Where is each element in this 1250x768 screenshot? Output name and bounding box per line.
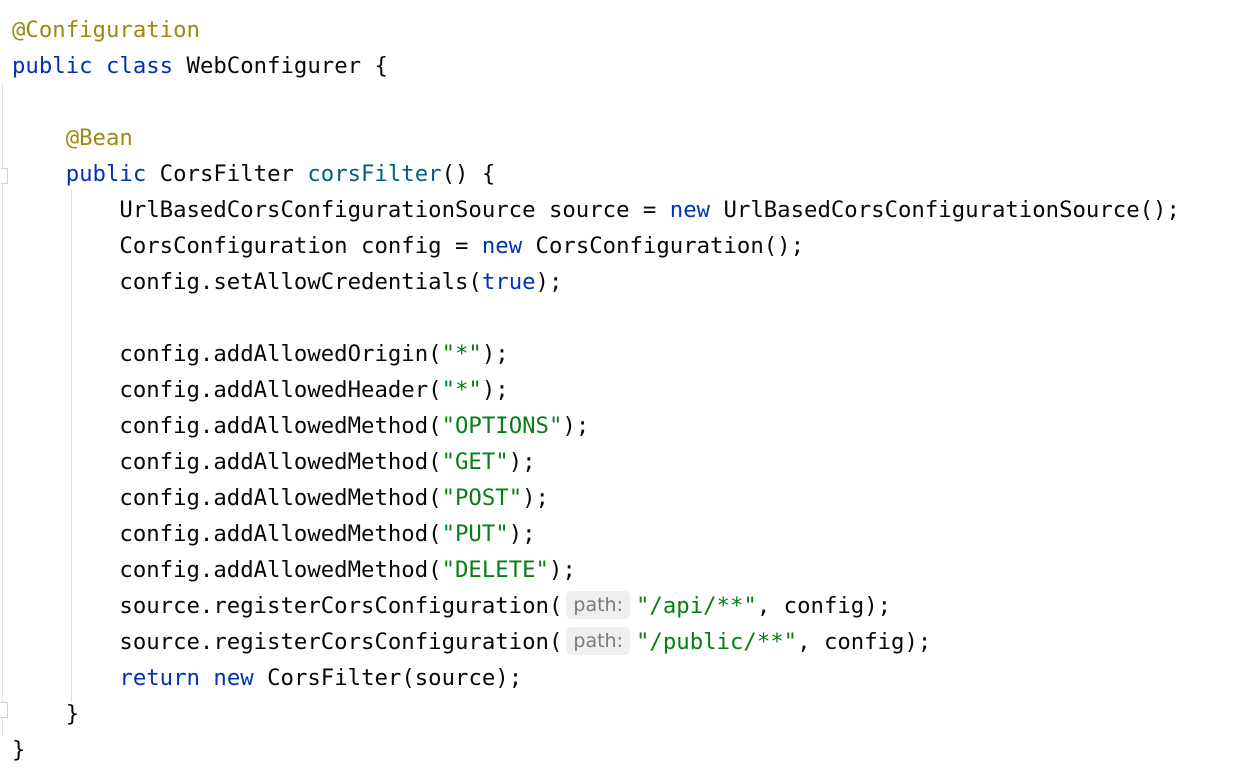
code-line[interactable]: config.addAllowedMethod("PUT");	[12, 516, 1180, 552]
code-token: );	[548, 557, 576, 583]
code-line[interactable]: @Bean	[12, 120, 1180, 156]
code-token	[12, 161, 66, 187]
code-line[interactable]: public class WebConfigurer {	[12, 48, 1180, 84]
code-line[interactable]: public CorsFilter corsFilter() {	[12, 156, 1180, 192]
code-token: UrlBasedCorsConfigurationSource();	[710, 197, 1180, 223]
string-token: "GET"	[441, 449, 509, 475]
keyword-token: new	[213, 665, 254, 691]
code-token	[93, 53, 106, 79]
keyword-token: new	[481, 233, 523, 259]
parameter-hint: path:	[566, 627, 630, 655]
keyword-token: return	[119, 665, 200, 691]
string-token: "/public/**"	[636, 629, 798, 655]
keyword-token: public	[12, 53, 93, 79]
code-line[interactable]: config.addAllowedMethod("GET");	[12, 444, 1180, 480]
code-token: , config);	[797, 629, 932, 655]
code-token: );	[535, 269, 563, 295]
annotation-token: @Bean	[65, 125, 133, 151]
code-line[interactable]: }	[12, 732, 1180, 768]
code-token: , config);	[756, 593, 892, 619]
code-line[interactable]: }	[12, 696, 1180, 732]
code-token: config.addAllowedMethod(	[12, 449, 442, 475]
code-token: );	[508, 449, 536, 475]
code-token: );	[522, 485, 549, 511]
code-token	[200, 665, 213, 691]
code-token: config.addAllowedMethod(	[12, 413, 442, 439]
code-token: CorsFilter(source);	[253, 665, 523, 691]
code-line[interactable]: config.addAllowedMethod("OPTIONS");	[12, 408, 1180, 444]
code-token: CorsFilter	[146, 161, 308, 187]
code-line[interactable]: CorsConfiguration config = new CorsConfi…	[12, 228, 1180, 264]
code-token: CorsConfiguration config =	[12, 233, 482, 259]
code-token: }	[12, 701, 80, 727]
string-token: "*"	[441, 377, 482, 403]
string-token: "/api/**"	[636, 593, 757, 619]
code-token: () {	[441, 161, 496, 187]
code-area[interactable]: @Configuration public class WebConfigurer…	[12, 12, 1180, 768]
fold-marker-icon[interactable]	[1, 702, 8, 718]
string-token: "*"	[441, 341, 482, 367]
keyword-token: class	[105, 53, 174, 79]
code-token: config.addAllowedMethod(	[12, 521, 442, 547]
code-line[interactable]: source.registerCorsConfiguration(path:"/…	[12, 588, 1180, 624]
code-token: );	[481, 341, 509, 367]
fold-marker-icon[interactable]	[1, 168, 8, 184]
code-token: );	[562, 413, 590, 439]
code-line[interactable]: @Configuration	[12, 12, 1180, 48]
code-line[interactable]: config.setAllowCredentials(true);	[12, 264, 1180, 300]
code-line[interactable]	[12, 84, 1180, 120]
annotation-token: @Configuration	[12, 17, 200, 43]
code-token: }	[12, 737, 26, 763]
code-token: config.addAllowedMethod(	[12, 485, 442, 511]
gutter-border	[2, 82, 3, 737]
code-line[interactable]: UrlBasedCorsConfigurationSource source =…	[12, 192, 1180, 228]
string-token: "DELETE"	[441, 557, 549, 583]
code-token: config.addAllowedHeader(	[12, 377, 442, 403]
code-token	[12, 125, 66, 151]
code-token: );	[508, 521, 536, 547]
code-token: config.addAllowedOrigin(	[12, 341, 442, 367]
method-name-token: corsFilter	[307, 161, 442, 187]
code-token: source.registerCorsConfiguration(	[12, 593, 563, 619]
code-line[interactable]: config.addAllowedMethod("DELETE");	[12, 552, 1180, 588]
code-line[interactable]: return new CorsFilter(source);	[12, 660, 1180, 696]
code-line[interactable]: config.addAllowedMethod("POST");	[12, 480, 1180, 516]
code-token: source.registerCorsConfiguration(	[12, 629, 563, 655]
indent-guide	[71, 190, 72, 702]
code-token: config.addAllowedMethod(	[12, 557, 442, 583]
code-token: CorsConfiguration();	[522, 233, 805, 259]
code-line[interactable]	[12, 300, 1180, 336]
keyword-token: new	[669, 197, 711, 223]
code-token: );	[481, 377, 509, 403]
string-token: "POST"	[441, 485, 523, 511]
parameter-hint: path:	[566, 591, 630, 619]
code-token: UrlBasedCorsConfigurationSource source =	[12, 197, 670, 223]
code-token	[12, 665, 119, 691]
keyword-token: true	[481, 269, 536, 295]
code-line[interactable]: source.registerCorsConfiguration(path:"/…	[12, 624, 1180, 660]
code-line[interactable]: config.addAllowedOrigin("*");	[12, 336, 1180, 372]
keyword-token: public	[65, 161, 147, 187]
code-token: WebConfigurer {	[173, 53, 388, 79]
code-line[interactable]: config.addAllowedHeader("*");	[12, 372, 1180, 408]
string-token: "OPTIONS"	[441, 413, 563, 439]
code-token: config.setAllowCredentials(	[12, 269, 482, 295]
string-token: "PUT"	[441, 521, 509, 547]
